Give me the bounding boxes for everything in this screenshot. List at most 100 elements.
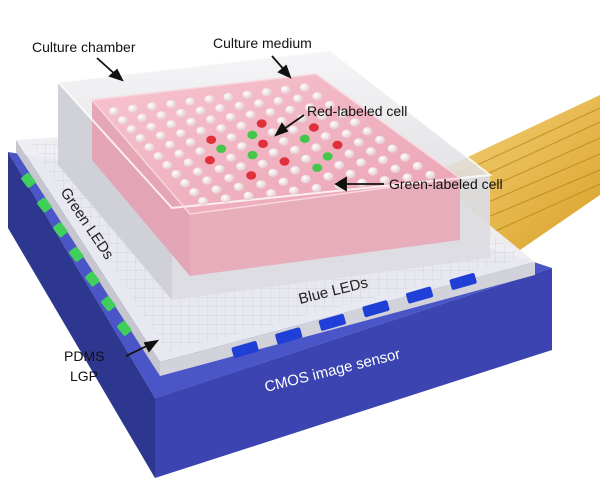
label-arrows	[96, 55, 384, 357]
cell	[357, 178, 368, 187]
cell	[183, 158, 194, 167]
cell	[234, 101, 245, 111]
cell	[220, 194, 231, 203]
cell	[176, 108, 187, 118]
cell	[368, 167, 378, 176]
cell	[268, 148, 279, 157]
cell	[144, 143, 155, 152]
red-labeled-cell	[204, 156, 215, 165]
cell	[261, 88, 272, 97]
cell	[189, 188, 200, 197]
cell	[288, 125, 299, 135]
cell	[211, 185, 222, 194]
cell	[236, 121, 247, 131]
cell	[223, 92, 234, 102]
cell	[268, 168, 279, 178]
cell	[290, 166, 301, 175]
cell	[128, 104, 138, 114]
sensor-front-face	[155, 268, 552, 478]
cell	[233, 182, 244, 192]
green-led	[21, 173, 36, 188]
cell	[196, 126, 207, 136]
red-labeled-cell	[256, 119, 267, 128]
cell	[378, 155, 389, 165]
cell	[334, 161, 345, 170]
blue-led	[362, 300, 390, 318]
label-culture-medium: Culture medium	[213, 35, 312, 51]
red-labeled-cell	[206, 135, 217, 144]
cell	[185, 138, 196, 147]
cell	[299, 83, 310, 92]
cell	[297, 114, 308, 123]
cell	[254, 99, 264, 108]
cell	[317, 112, 328, 121]
cell	[412, 162, 423, 171]
cell	[214, 164, 225, 174]
cell	[147, 102, 158, 111]
green-led-array	[21, 173, 132, 336]
green-labeled-cell	[216, 144, 227, 153]
cell	[350, 118, 360, 127]
cell	[146, 122, 157, 132]
cell	[324, 100, 335, 110]
cell	[353, 138, 364, 147]
cell	[400, 153, 411, 162]
cell	[285, 105, 296, 115]
cell	[180, 179, 191, 188]
cell	[202, 176, 213, 185]
cell	[257, 159, 268, 169]
cell	[186, 117, 197, 127]
label-pdms: PDMS	[64, 348, 104, 364]
cell	[390, 164, 401, 173]
blue-led-array	[231, 273, 477, 358]
green-led	[101, 296, 116, 312]
cell	[387, 144, 398, 153]
cell	[280, 85, 291, 95]
cell	[215, 104, 226, 113]
green-labeled-cell	[322, 152, 333, 161]
cell	[300, 175, 311, 184]
cell	[225, 113, 236, 122]
cell	[278, 177, 289, 186]
green-led	[69, 247, 84, 262]
red-labeled-cell	[246, 171, 257, 180]
sensor-side-face	[8, 152, 155, 478]
cell	[153, 152, 164, 161]
green-labeled-cell	[312, 163, 323, 172]
green-led	[37, 197, 52, 213]
cell	[362, 127, 373, 136]
cell	[301, 154, 312, 164]
green-led	[53, 222, 68, 238]
cell	[204, 95, 215, 104]
cell	[155, 131, 166, 140]
green-labeled-cell	[247, 130, 258, 140]
cell	[345, 169, 356, 179]
cell	[162, 161, 173, 170]
cell	[166, 120, 177, 129]
cell	[329, 120, 340, 130]
cell	[243, 191, 254, 201]
cell	[265, 108, 276, 117]
cell	[156, 111, 167, 120]
cell-grid	[108, 83, 436, 206]
cell	[216, 124, 227, 133]
cell	[108, 107, 119, 116]
cell	[195, 147, 206, 156]
cell	[137, 113, 148, 123]
blue-led	[231, 341, 259, 358]
blue-led	[318, 313, 346, 331]
cell	[311, 143, 322, 152]
cell	[237, 142, 248, 151]
cell	[375, 135, 386, 145]
culture-medium-well	[92, 74, 460, 214]
cell	[344, 149, 355, 158]
cell	[366, 147, 376, 156]
red-labeled-cell	[332, 140, 343, 150]
cell	[276, 116, 287, 126]
cell	[341, 129, 352, 138]
cell	[126, 125, 137, 134]
blue-led	[449, 273, 477, 290]
cell	[192, 167, 203, 176]
